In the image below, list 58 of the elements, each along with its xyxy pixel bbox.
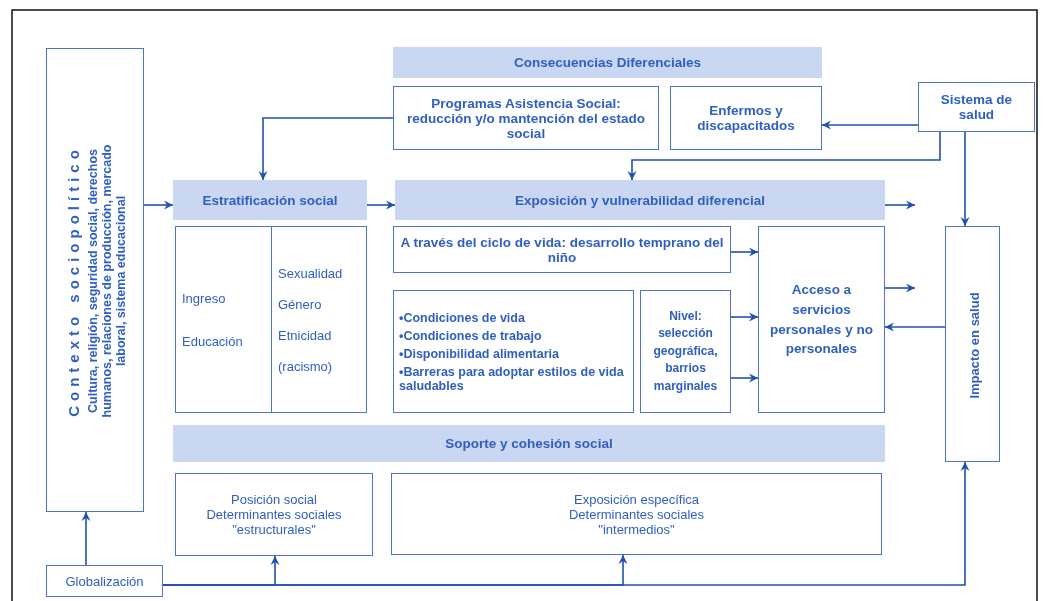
arrow: [143, 200, 174, 210]
header-band: [395, 180, 885, 220]
description-text: Cultura, religión, seguridad social, derechos humanos, relaciones de producción, mercado laboral, sistema educacional: [85, 143, 128, 420]
box-label: Etnicidad: [277, 327, 332, 343]
box-label: Sistema de salud: [939, 92, 1014, 122]
box-label: A través del ciclo de vida: desarrollo temprano del niño: [399, 234, 725, 265]
band-title: Exposición y vulnerabilidad diferencial: [514, 192, 766, 208]
arrow: [960, 131, 970, 227]
factor-box: [175, 226, 272, 413]
list-item: •Condiciones de vida: [398, 309, 526, 327]
arrow: [258, 117, 394, 181]
box-label: Sexualidad: [277, 265, 343, 281]
list-box: [393, 290, 634, 413]
arrow: [366, 200, 396, 210]
category-box: [391, 473, 882, 555]
box-label: Exposición específica Determinantes sociales "intermedios": [567, 491, 706, 537]
arrow: [730, 373, 759, 383]
list-item: •Disponibilidad alimentaria: [398, 345, 560, 363]
box-label: Impacto en salud: [966, 291, 981, 399]
arrow: [162, 461, 970, 586]
header-band: [173, 425, 885, 462]
box-label: Programas Asistencia Social: reducción y/o mantención del estado social: [406, 95, 646, 141]
box-label: Educación: [181, 333, 243, 349]
arrow: [821, 120, 919, 130]
band-title: Soporte y cohesión social: [444, 436, 614, 451]
arrow: [730, 312, 759, 322]
arrow: [627, 131, 941, 181]
process-box: [758, 226, 885, 413]
context-box: [46, 48, 144, 512]
band-title: Estratificación social: [201, 192, 339, 208]
box-label: Ingreso: [181, 290, 226, 306]
box-label: (racismo): [277, 358, 333, 374]
outcome-box: [945, 226, 1000, 462]
box-label: Contexto sociopolítico: [64, 145, 82, 417]
box-label: Acceso a servicios personales y no personales: [769, 281, 874, 359]
box-label: Globalización: [65, 573, 144, 589]
category-box: [175, 473, 373, 556]
arrow: [884, 200, 916, 210]
process-box: [670, 86, 822, 150]
band-title: Consecuencias Diferenciales: [513, 55, 702, 70]
box-label: Posición social Determinantes sociales "estructurales": [205, 492, 343, 537]
header-band: [393, 47, 822, 78]
arrow: [81, 511, 91, 566]
process-box: [640, 290, 731, 413]
process-box: [46, 565, 163, 597]
process-box: [393, 226, 731, 273]
arrow: [884, 322, 946, 332]
box-label: Género: [277, 296, 322, 312]
process-box: [393, 86, 659, 150]
factor-box: [271, 226, 367, 413]
box-label: Enfermos y discapacitados: [696, 103, 796, 133]
process-box: [918, 82, 1035, 132]
header-band: [173, 180, 367, 220]
arrow: [884, 283, 916, 293]
box-label: Nivel: selección geográfica, barrios marginales: [652, 308, 719, 395]
list-item: •Condiciones de trabajo: [398, 327, 543, 345]
arrow: [730, 247, 759, 257]
list-item: •Barreras para adoptar estilos de vida saludables: [398, 363, 625, 395]
